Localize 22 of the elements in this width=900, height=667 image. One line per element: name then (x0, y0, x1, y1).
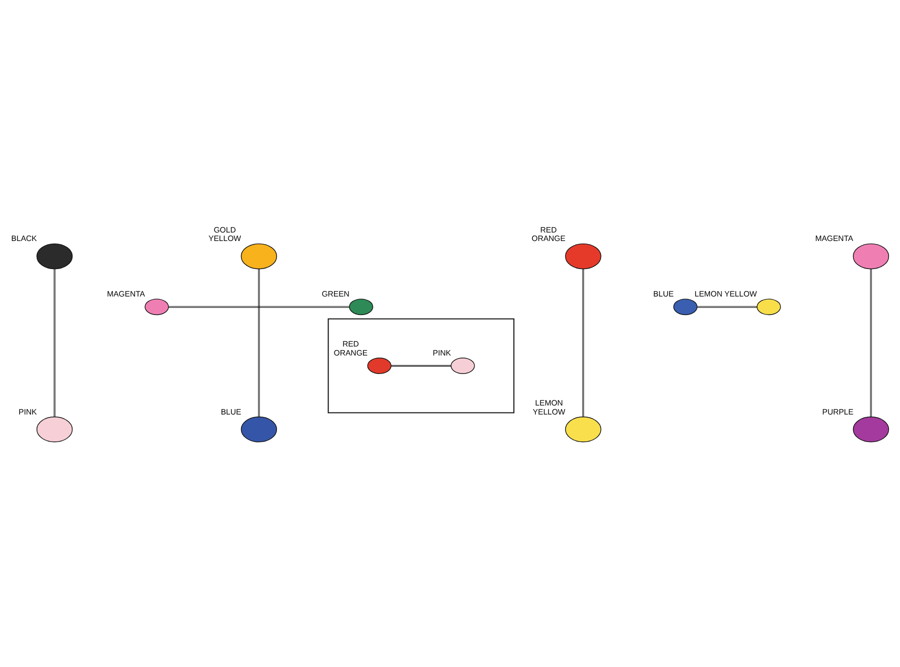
node-circle (367, 357, 392, 374)
node-circle (349, 298, 374, 315)
node-circle (240, 242, 278, 269)
connector (54, 268, 56, 417)
connector (258, 268, 260, 417)
node-circle (240, 416, 278, 442)
connector (696, 306, 758, 308)
connector (582, 268, 584, 417)
node-circle (450, 357, 475, 374)
node-circle (565, 242, 602, 269)
node-circle (673, 298, 698, 315)
node-circle (852, 242, 890, 269)
node-circle (565, 416, 602, 442)
node-circle (144, 298, 169, 315)
node-circle (36, 416, 73, 442)
connector (390, 364, 452, 366)
cluster (328, 318, 514, 413)
node-circle (36, 242, 73, 269)
node-circle (756, 298, 781, 315)
connector (870, 268, 872, 417)
node-circle (852, 416, 890, 442)
connector (168, 306, 350, 308)
